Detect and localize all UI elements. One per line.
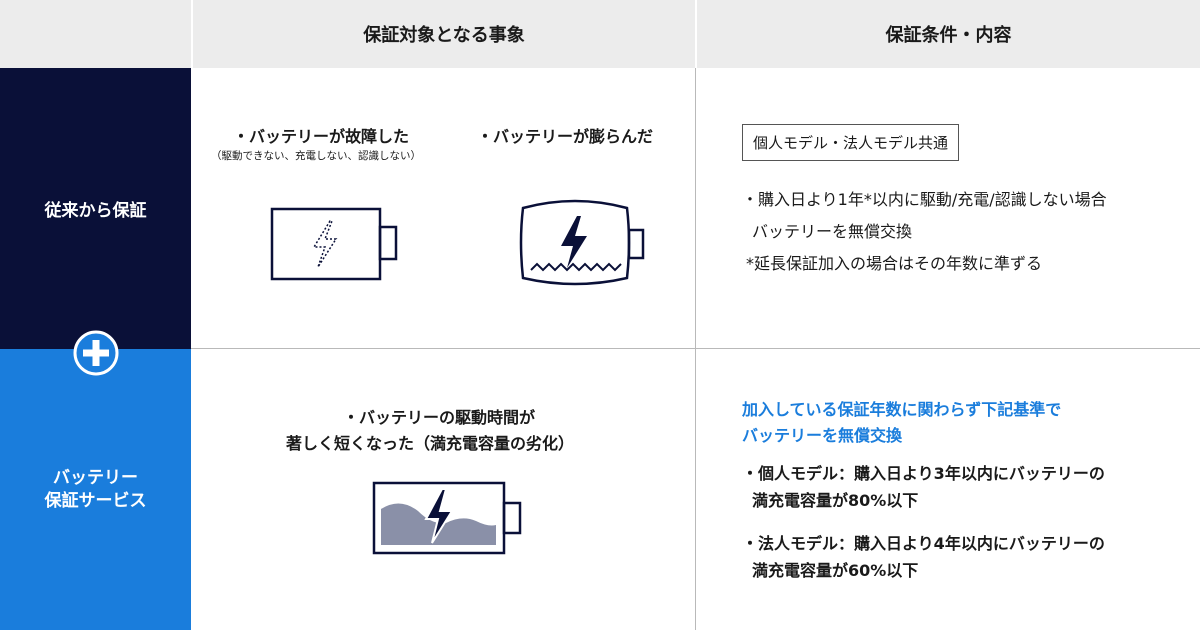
event-swollen-title: ・バッテリーが膨らんだ (477, 127, 654, 146)
service-headline: 加入している保証年数に関わらず下記基準で バッテリーを無償交換 (742, 397, 1061, 449)
condition-line-2: バッテリーを無償交換 (752, 222, 913, 241)
event-fault-note: （駆動できない、充電しない、認識しない） (211, 150, 421, 162)
event-degraded-line2: 著しく短くなった（満充電容量の劣化） (286, 434, 575, 453)
row-label-battery-service: バッテリー 保証サービス (0, 349, 191, 630)
condition-common-label: 個人モデル・法人モデル共通 (753, 134, 949, 152)
corporate-model-line2: 満充電容量が60%以下 (752, 561, 919, 580)
condition-common-box: 個人モデル・法人モデル共通 (742, 124, 960, 161)
corporate-model-line1: ・法人モデル：購入日より4年以内にバッテリーの (742, 534, 1105, 553)
row-label-existing: 従来から保証 (0, 68, 191, 349)
row-label-existing-text: 従来から保証 (44, 201, 147, 221)
column-divider (695, 68, 696, 630)
personal-model-line1: ・個人モデル：購入日より3年以内にバッテリーの (742, 464, 1105, 483)
header-conditions-label: 保証条件・内容 (885, 25, 1012, 46)
corporate-model-criteria: ・法人モデル：購入日より4年以内にバッテリーの 満充電容量が60%以下 (742, 530, 1105, 584)
battery-swollen-icon (519, 199, 645, 286)
row-label-service-line1: バッテリー (53, 467, 138, 488)
service-headline-line2: バッテリーを無償交換 (742, 426, 903, 445)
header-events-label: 保証対象となる事象 (363, 25, 525, 46)
service-headline-line1: 加入している保証年数に関わらず下記基準で (742, 400, 1062, 419)
personal-model-line2: 満充電容量が80%以下 (752, 491, 919, 510)
row-divider (191, 348, 1200, 349)
event-degraded-line1: ・バッテリーの駆動時間が (343, 408, 536, 427)
personal-model-criteria: ・個人モデル：購入日より3年以内にバッテリーの 満充電容量が80%以下 (742, 460, 1105, 514)
battery-fault-icon (270, 207, 398, 281)
plus-circle-icon (73, 330, 119, 376)
row-label-service-line2: 保証サービス (44, 490, 147, 511)
battery-degraded-icon (372, 481, 522, 555)
event-fault-title: ・バッテリーが故障した (233, 127, 410, 146)
header-corner (0, 0, 191, 68)
condition-note: *延長保証加入の場合はその年数に準ずる (746, 254, 1043, 273)
header-events: 保証対象となる事象 (193, 0, 695, 68)
header-conditions: 保証条件・内容 (697, 0, 1200, 68)
condition-line-1: ・購入日より1年*以内に駆動/充電/認識しない場合 (742, 190, 1107, 209)
